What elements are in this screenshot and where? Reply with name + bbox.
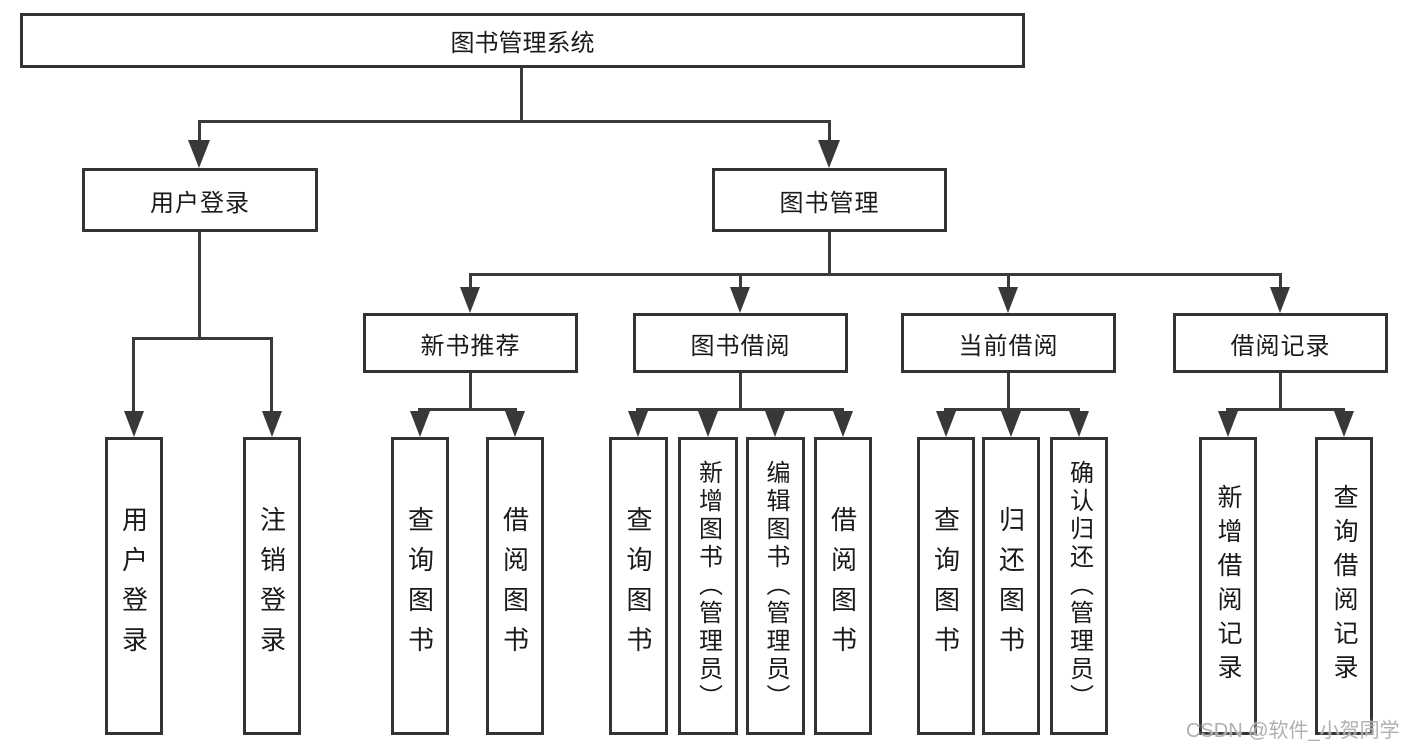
connector-borrow-record-drop: [1279, 273, 1282, 289]
leaf-borrow-books-recommend-label: 借阅图书: [499, 506, 530, 666]
arrowhead-new-book: [460, 287, 480, 313]
node-user-login: 用户登录: [82, 168, 318, 232]
node-borrowing-records-label: 借阅记录: [1230, 332, 1331, 360]
connector-book-borrow-stem: [739, 373, 742, 408]
node-current-borrowing: 当前借阅: [901, 313, 1116, 373]
connector-borrow-record-stem: [1279, 373, 1282, 408]
arrowhead-query-books-c: [628, 411, 648, 437]
arrowhead-borrow-books-b: [505, 411, 525, 437]
leaf-borrow-books-borrowing: 借阅图书: [814, 437, 872, 735]
connector-borrow-record-rail: [1226, 408, 1345, 411]
leaf-query-books-recommend: 查询图书: [391, 437, 449, 735]
leaf-return-book: 归还图书: [982, 437, 1040, 735]
node-root-label: 图书管理系统: [450, 30, 595, 57]
leaf-query-borrow-record: 查询借阅记录: [1315, 437, 1373, 735]
arrowhead-query-books-b: [410, 411, 430, 437]
arrowhead-add-book: [698, 411, 718, 437]
connector-user-login-rail: [132, 337, 273, 340]
connector-book-borrow-drop: [739, 273, 742, 289]
connector-new-book-rail: [418, 408, 517, 411]
connector-book-borrow-rail: [636, 408, 844, 411]
connector-user-login-stem: [198, 232, 201, 337]
connector-level3-rail: [469, 273, 1282, 276]
leaf-add-book-admin: 新增图书（管理员）: [678, 437, 738, 735]
leaf-edit-book-admin: 编辑图书（管理员）: [746, 437, 805, 735]
arrowhead-borrow-books-c: [833, 411, 853, 437]
leaf-user-login-label: 用户登录: [118, 506, 149, 666]
connector-current-borrow-stem: [1007, 373, 1010, 408]
connector-login-leaf-drop: [132, 337, 135, 413]
leaf-query-books-borrowing: 查询图书: [609, 437, 668, 735]
arrowhead-add-borrow-record: [1218, 411, 1238, 437]
connector-level2-rail: [198, 120, 831, 123]
node-borrowing-records: 借阅记录: [1173, 313, 1388, 373]
connector-book-mgmt-drop: [828, 120, 831, 145]
leaf-confirm-return-admin-label: 确认归还（管理员）: [1065, 460, 1093, 712]
leaf-add-borrow-record-label: 新增借阅记录: [1214, 484, 1242, 688]
arrowhead-user-login: [188, 140, 210, 168]
arrowhead-logout-leaf: [262, 411, 282, 437]
arrowhead-borrow-record: [1270, 287, 1290, 313]
node-book-management: 图书管理: [712, 168, 947, 232]
leaf-add-borrow-record: 新增借阅记录: [1199, 437, 1257, 735]
node-root: 图书管理系统: [20, 13, 1025, 68]
node-current-borrowing-label: 当前借阅: [958, 332, 1059, 360]
node-book-management-label: 图书管理: [779, 189, 880, 217]
leaf-logout: 注销登录: [243, 437, 301, 735]
arrowhead-edit-book: [765, 411, 785, 437]
arrowhead-current-borrow: [998, 287, 1018, 313]
connector-root-stem: [520, 68, 523, 120]
leaf-borrow-books-recommend: 借阅图书: [486, 437, 544, 735]
node-book-borrowing-label: 图书借阅: [690, 332, 791, 360]
arrowhead-book-borrow: [730, 287, 750, 313]
leaf-query-borrow-record-label: 查询借阅记录: [1330, 484, 1358, 688]
arrowhead-query-books-d: [936, 411, 956, 437]
arrowhead-login-leaf: [124, 411, 144, 437]
leaf-query-books-recommend-label: 查询图书: [404, 506, 435, 666]
node-new-book-recommendation-label: 新书推荐: [420, 332, 521, 360]
leaf-add-book-admin-label: 新增图书（管理员）: [694, 460, 722, 712]
leaf-borrow-books-borrowing-label: 借阅图书: [827, 506, 858, 666]
leaf-logout-label: 注销登录: [256, 506, 287, 666]
leaf-confirm-return-admin: 确认归还（管理员）: [1050, 437, 1108, 735]
leaf-query-books-borrowing-label: 查询图书: [623, 506, 653, 666]
connector-new-book-stem: [469, 373, 472, 408]
connector-user-login-drop: [198, 120, 201, 145]
connector-current-borrow-drop: [1007, 273, 1010, 289]
watermark: CSDN @软件_小贺同学: [1186, 720, 1400, 742]
leaf-query-books-current-label: 查询图书: [930, 506, 961, 666]
arrowhead-return-book: [1001, 411, 1021, 437]
connector-new-book-drop: [469, 273, 472, 289]
node-user-login-label: 用户登录: [150, 189, 250, 217]
leaf-user-login: 用户登录: [105, 437, 163, 735]
arrowhead-book-mgmt: [818, 140, 840, 168]
arrowhead-confirm-return: [1069, 411, 1089, 437]
leaf-edit-book-admin-label: 编辑图书（管理员）: [762, 460, 789, 712]
node-book-borrowing: 图书借阅: [633, 313, 848, 373]
leaf-return-book-label: 归还图书: [995, 506, 1026, 666]
connector-current-borrow-rail: [944, 408, 1080, 411]
arrowhead-query-borrow-record: [1334, 411, 1354, 437]
connector-logout-leaf-drop: [270, 337, 273, 413]
connector-book-mgmt-stem: [828, 232, 831, 273]
leaf-query-books-current: 查询图书: [917, 437, 975, 735]
node-new-book-recommendation: 新书推荐: [363, 313, 578, 373]
